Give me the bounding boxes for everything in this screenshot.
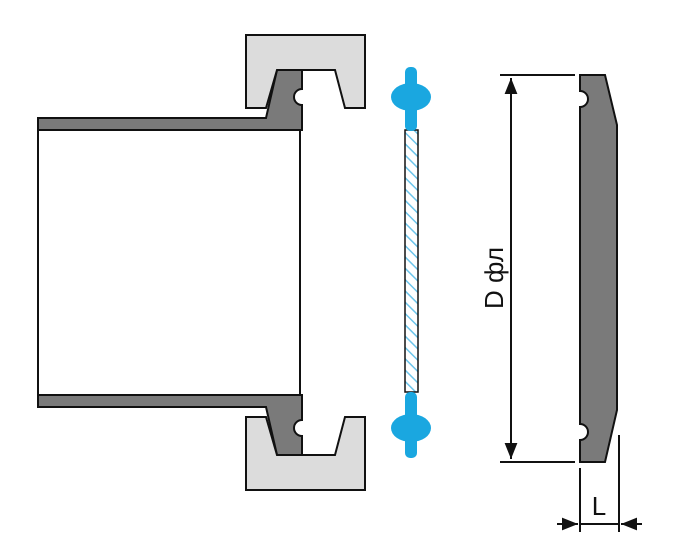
- gasket-hatched-body: [404, 129, 419, 393]
- diameter-dimension: [500, 74, 575, 463]
- gasket: [391, 67, 431, 458]
- ferrule-profile: [579, 74, 618, 463]
- pipe-wall-top: [37, 69, 303, 131]
- diameter-label: D фл: [479, 247, 509, 309]
- length-dimension: [557, 435, 642, 532]
- length-label: L: [592, 491, 606, 521]
- clamp-bottom: [245, 416, 366, 491]
- gasket-bead-top: [391, 67, 431, 131]
- clamp-top: [245, 34, 366, 109]
- pipe-ferrule: [37, 69, 303, 456]
- pipe-wall-bottom: [37, 394, 303, 456]
- gasket-bead-bottom: [391, 392, 431, 458]
